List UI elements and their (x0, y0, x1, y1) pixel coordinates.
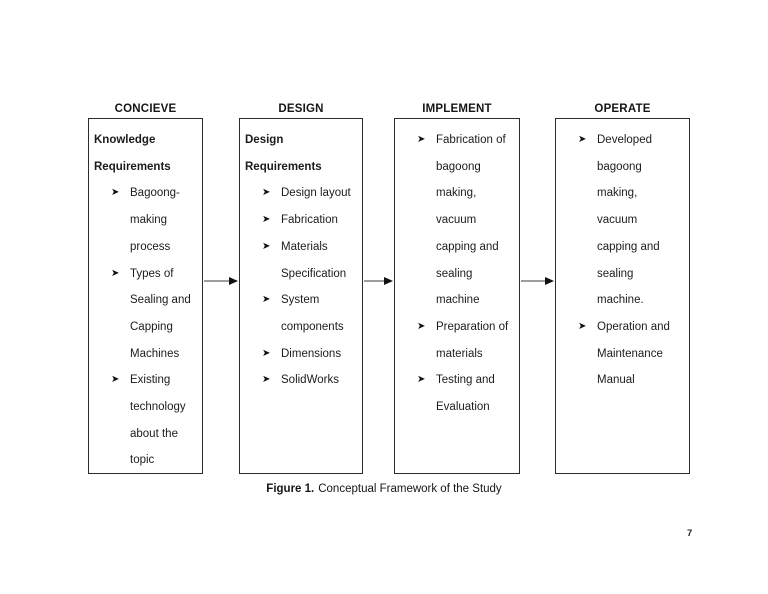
flow-arrow-icon (521, 277, 554, 285)
list-item: ➤ Developed bagoong making, vacuum cappi… (561, 127, 686, 314)
bullet-arrow-icon: ➤ (262, 214, 271, 226)
item-text: Materials Specification (281, 240, 347, 280)
bullet-arrow-icon: ➤ (578, 134, 587, 145)
item-text: Dimensions (281, 347, 342, 360)
bullet-arrow-icon: ➤ (417, 374, 426, 386)
column-header-operate: OPERATE (594, 103, 651, 115)
bullet-arrow-icon: ➤ (578, 320, 587, 332)
item-text: Design layout (281, 187, 351, 200)
bullet-arrow-icon: ➤ (111, 187, 120, 199)
bullet-arrow-icon: ➤ (111, 267, 120, 279)
design-box: Design Requirements ➤ Design layout ➤ Fa… (239, 118, 363, 474)
list-item: ➤ System components (245, 287, 359, 340)
item-text: Fabrication of bagoong making, vacuum ca… (436, 134, 506, 307)
bullet-arrow-icon: ➤ (262, 240, 271, 252)
item-text: Preparation of materials (436, 320, 509, 360)
bullet-arrow-icon: ➤ (111, 374, 120, 386)
item-text: Types of Sealing and Capping Machines (130, 267, 191, 360)
concieve-box: Knowledge Requirements ➤ Bagoong- making… (88, 118, 203, 474)
list-item: ➤ Operation and Maintenance Manual (561, 314, 686, 394)
figure-caption: Figure 1.Conceptual Framework of the Stu… (0, 483, 768, 495)
caption-text: Conceptual Framework of the Study (318, 483, 502, 495)
list-item: ➤ Bagoong- making process (94, 180, 199, 260)
column-header-concieve: CONCIEVE (114, 103, 177, 115)
flow-arrow-icon (204, 277, 238, 285)
operate-box: ➤ Developed bagoong making, vacuum cappi… (555, 118, 690, 474)
bullet-arrow-icon: ➤ (262, 347, 271, 359)
item-text: Bagoong- making process (130, 187, 180, 253)
list-item: ➤ Existing technology about the topic (94, 367, 199, 474)
caption-label: Figure 1. (266, 483, 315, 495)
item-text: Operation and Maintenance Manual (597, 320, 670, 387)
bullet-arrow-icon: ➤ (262, 294, 271, 306)
box-title: Knowledge Requirements (94, 134, 171, 173)
list-item: ➤ Fabrication of bagoong making, vacuum … (400, 127, 516, 314)
bullet-arrow-icon: ➤ (417, 134, 426, 145)
list-item: ➤ Fabrication (245, 207, 359, 234)
bullet-arrow-icon: ➤ (417, 320, 426, 332)
bullet-arrow-icon: ➤ (262, 187, 271, 199)
item-text: Existing technology about the topic (130, 374, 186, 467)
bullet-arrow-icon: ➤ (262, 374, 271, 386)
box-title: Design Requirements (245, 134, 322, 173)
item-text: System components (281, 294, 344, 333)
list-item: ➤ Types of Sealing and Capping Machines (94, 261, 199, 368)
list-item: ➤ Materials Specification (245, 234, 359, 287)
list-item: ➤ SolidWorks (245, 367, 359, 394)
item-text: Testing and Evaluation (436, 374, 495, 414)
list-item: ➤ Design layout (245, 180, 359, 207)
flow-arrow-icon (364, 277, 393, 285)
page-number: 7 (687, 528, 693, 539)
column-header-implement: IMPLEMENT (422, 103, 492, 115)
implement-box: ➤ Fabrication of bagoong making, vacuum … (394, 118, 520, 474)
list-item: ➤ Dimensions (245, 341, 359, 368)
item-text: Developed bagoong making, vacuum capping… (597, 134, 660, 307)
item-text: SolidWorks (281, 374, 339, 387)
column-header-design: DESIGN (278, 103, 324, 115)
item-text: Fabrication (281, 214, 338, 227)
list-item: ➤ Preparation of materials (400, 314, 516, 367)
list-item: ➤ Testing and Evaluation (400, 367, 516, 420)
